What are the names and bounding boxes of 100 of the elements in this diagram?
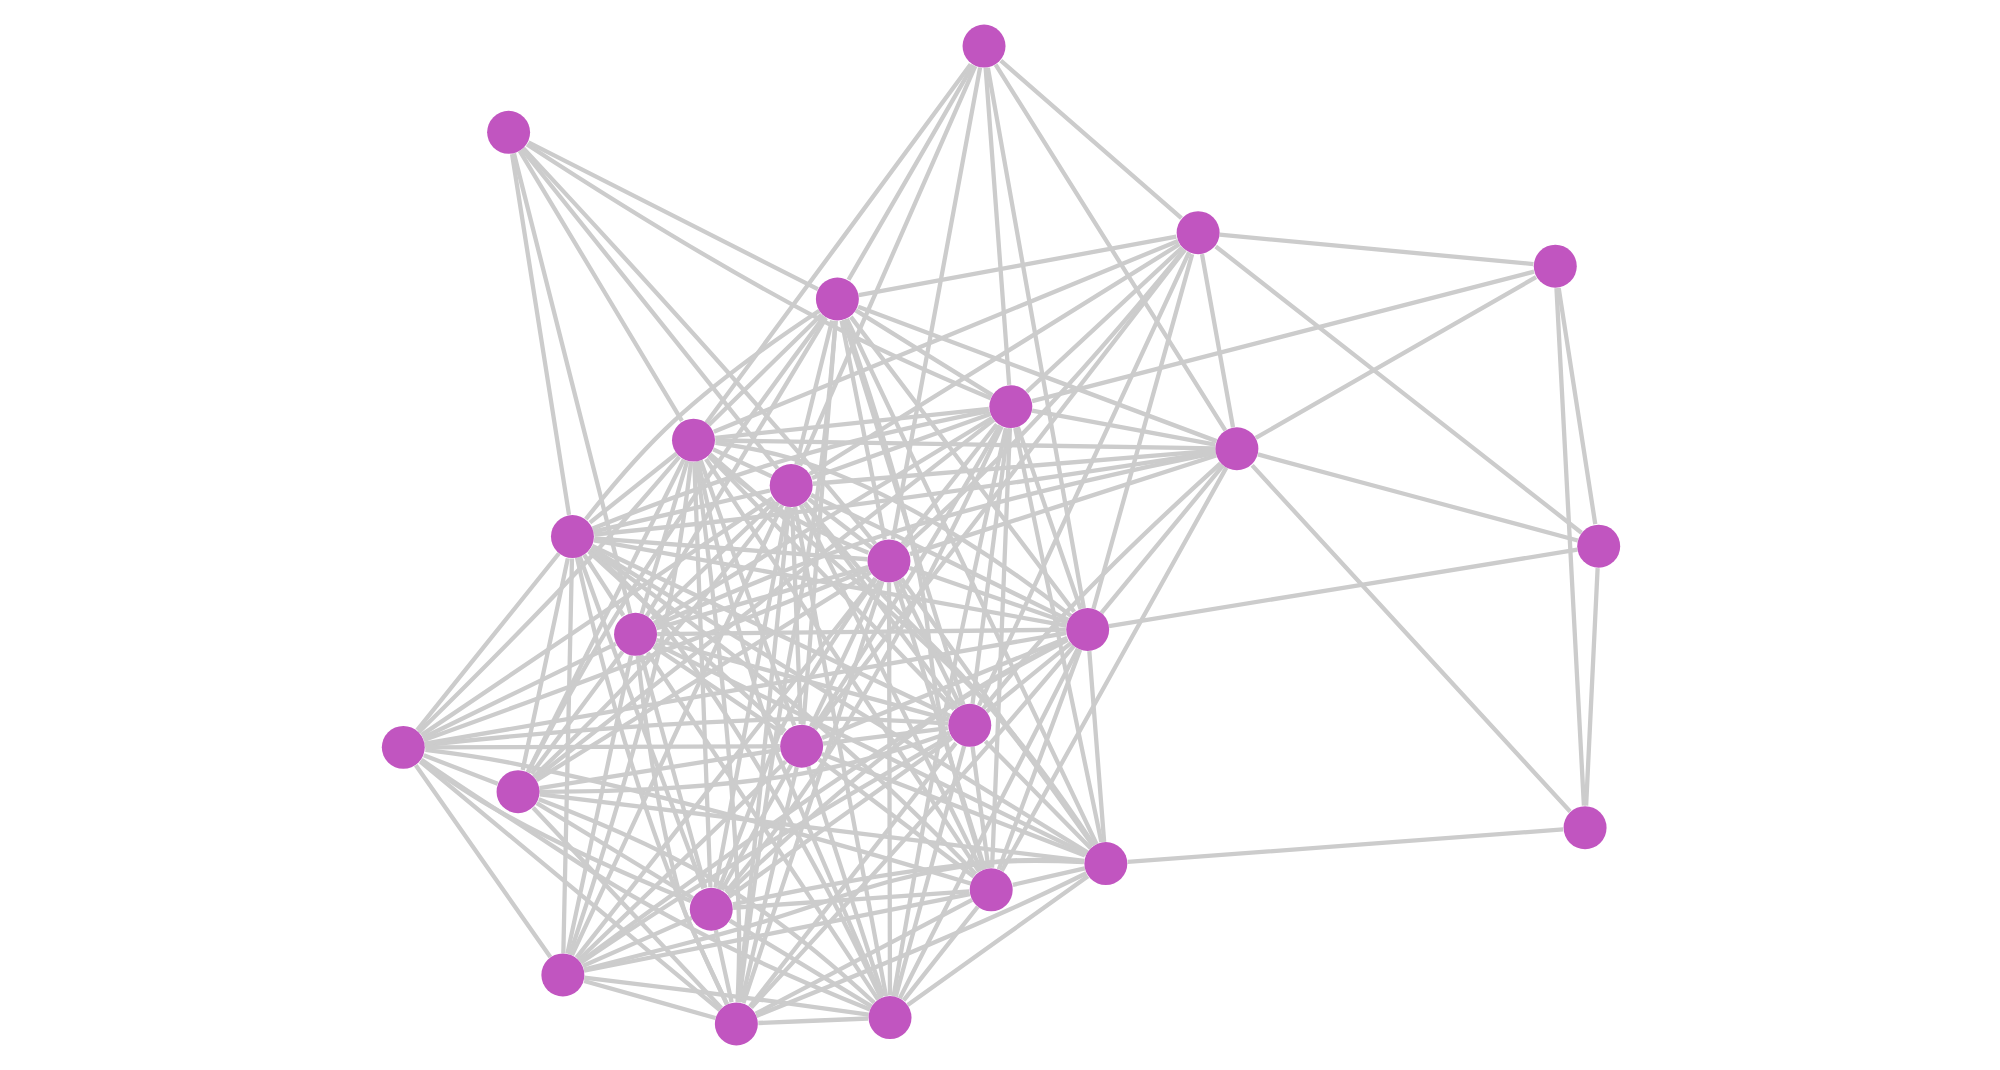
connector [812, 248, 1186, 731]
connector [644, 651, 879, 1001]
connector [582, 891, 970, 973]
connector [797, 65, 977, 467]
connector [586, 549, 786, 733]
connector [841, 319, 986, 870]
node-circle [380, 725, 424, 769]
connector [984, 67, 1085, 609]
connector [417, 759, 721, 1012]
connector [1213, 244, 1582, 535]
connector [907, 566, 1067, 625]
connector [892, 580, 986, 870]
node-circle [613, 612, 657, 656]
connector [998, 466, 1228, 872]
connector [703, 457, 980, 873]
connector [838, 320, 886, 540]
connector [531, 501, 779, 779]
connector [754, 871, 1087, 1018]
node-circle [961, 24, 1005, 68]
connector [573, 557, 728, 1006]
connector [560, 558, 574, 954]
connector [840, 319, 965, 706]
connector [848, 315, 1075, 614]
connector [810, 424, 1001, 730]
connector [423, 631, 1066, 746]
connector [890, 427, 1007, 997]
connector [793, 319, 834, 465]
connector [1011, 866, 1085, 887]
connector [638, 460, 689, 615]
connector [714, 438, 1215, 451]
connector [808, 579, 881, 728]
connector [889, 67, 982, 540]
node-circle [540, 953, 584, 997]
connector [802, 501, 1095, 847]
connector [416, 455, 680, 734]
connector [901, 905, 979, 1002]
connector [591, 488, 770, 534]
node-circle [947, 703, 991, 747]
connector [714, 440, 1072, 618]
connector [1583, 568, 1599, 806]
connector [992, 63, 1227, 432]
connector [516, 149, 683, 422]
connector [419, 496, 773, 737]
connector [588, 547, 977, 876]
connector [788, 507, 802, 725]
connector [1086, 650, 1106, 843]
connector [538, 747, 780, 791]
connector [581, 916, 692, 969]
connector [1098, 464, 1224, 615]
connector [413, 763, 552, 959]
connector [524, 142, 991, 401]
connector [653, 642, 1087, 856]
connector [422, 567, 869, 742]
connector [1024, 245, 1183, 394]
connector [1126, 827, 1563, 865]
connector [534, 801, 693, 900]
connector [902, 248, 1185, 548]
connector [654, 564, 868, 631]
node-circle [1214, 427, 1258, 471]
node-circle [1576, 524, 1620, 568]
connector [424, 747, 971, 886]
connector [995, 649, 1082, 871]
connector [899, 422, 998, 546]
connector [738, 766, 798, 1003]
connector [797, 503, 983, 872]
connector [1555, 287, 1597, 525]
node-circle [713, 1002, 757, 1046]
connector [519, 557, 569, 771]
connector [757, 1016, 868, 1026]
connector [590, 544, 950, 718]
connector [976, 251, 1190, 707]
connector [715, 577, 877, 890]
connector [895, 579, 962, 707]
connector [593, 449, 1215, 537]
connector [1107, 547, 1577, 629]
connector [583, 308, 820, 521]
connector [589, 546, 1088, 855]
connector [969, 746, 990, 869]
connector [534, 570, 871, 782]
connector [821, 725, 948, 746]
connector [424, 744, 779, 750]
connector [707, 452, 1095, 847]
connector [719, 764, 793, 891]
connector [706, 312, 823, 427]
connector [694, 460, 883, 999]
connector [856, 304, 1217, 444]
connector [892, 745, 966, 998]
connector [525, 315, 825, 774]
connector [578, 734, 951, 965]
connector [1198, 253, 1235, 428]
connector [654, 637, 949, 722]
connector [1030, 408, 1215, 447]
connector [753, 897, 973, 1016]
connector [533, 418, 995, 780]
node-circle [1175, 211, 1219, 255]
connector [811, 448, 1215, 486]
node-circle [968, 868, 1012, 912]
connector [423, 716, 948, 748]
connector [582, 978, 716, 1021]
node-circle [1083, 842, 1127, 886]
